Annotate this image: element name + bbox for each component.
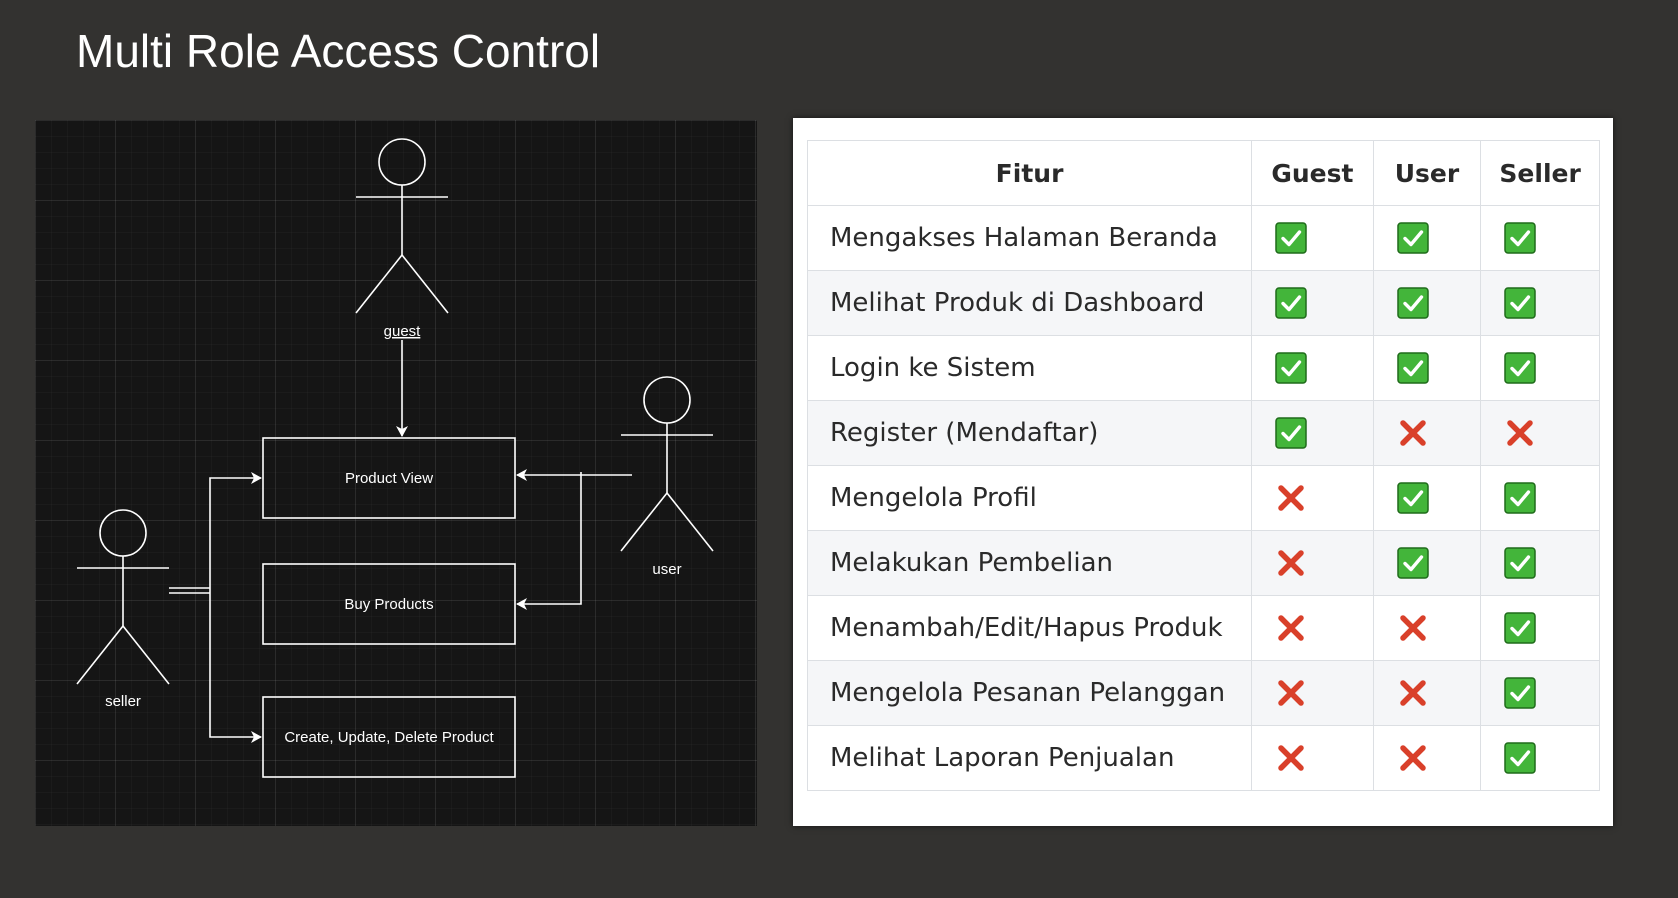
feature-cell: Mengelola Pesanan Pelanggan: [806, 660, 1253, 726]
column-header-user: User: [1372, 140, 1482, 206]
cross-mark-icon: [1396, 676, 1430, 710]
user-permission-cell: [1372, 725, 1482, 791]
cross-mark-icon: [1503, 416, 1537, 450]
feature-cell: Melakukan Pembelian: [806, 530, 1253, 596]
access-table-card: Fitur Guest User Seller Mengakses Halama…: [793, 118, 1613, 826]
check-mark-icon: [1503, 546, 1537, 580]
seller-permission-cell: [1480, 465, 1600, 531]
seller-permission-cell: [1480, 205, 1600, 271]
user-permission-cell: [1372, 465, 1482, 531]
cross-mark-icon: [1274, 481, 1308, 515]
feature-cell: Register (Mendaftar): [806, 400, 1253, 466]
feature-cell: Menambah/Edit/Hapus Produk: [806, 595, 1253, 661]
cross-mark-icon: [1274, 676, 1308, 710]
cross-mark-icon: [1396, 741, 1430, 775]
user-permission-cell: [1372, 205, 1482, 271]
guest-permission-cell: [1251, 270, 1374, 336]
actor-user: [620, 376, 714, 552]
table-row: Mengelola Profil: [806, 465, 1600, 531]
seller-permission-cell: [1480, 660, 1600, 726]
guest-permission-cell: [1251, 335, 1374, 401]
user-permission-cell: [1372, 270, 1482, 336]
user-permission-cell: [1372, 530, 1482, 596]
check-mark-icon: [1274, 351, 1308, 385]
actor-seller-label: seller: [105, 693, 141, 710]
seller-permission-cell: [1480, 270, 1600, 336]
access-control-table: Fitur Guest User Seller Mengakses Halama…: [806, 140, 1600, 791]
table-row: Login ke Sistem: [806, 335, 1600, 401]
seller-permission-cell: [1480, 335, 1600, 401]
check-mark-icon: [1503, 481, 1537, 515]
user-permission-cell: [1372, 660, 1482, 726]
cross-mark-icon: [1274, 546, 1308, 580]
feature-cell: Melihat Laporan Penjualan: [806, 725, 1253, 791]
cross-mark-icon: [1274, 611, 1308, 645]
table-row: Menambah/Edit/Hapus Produk: [806, 595, 1600, 661]
table-row: Melihat Laporan Penjualan: [806, 725, 1600, 791]
check-mark-icon: [1396, 351, 1430, 385]
feature-cell: Mengelola Profil: [806, 465, 1253, 531]
cross-mark-icon: [1396, 416, 1430, 450]
table-row: Melakukan Pembelian: [806, 530, 1600, 596]
use-case-diagram: guest user seller Product View Buy Produ…: [35, 120, 757, 826]
connector-user-buy-products: [516, 472, 582, 610]
table-row: Mengelola Pesanan Pelanggan: [806, 660, 1600, 726]
check-mark-icon: [1274, 221, 1308, 255]
guest-permission-cell: [1251, 530, 1374, 596]
feature-cell: Melihat Produk di Dashboard: [806, 270, 1253, 336]
seller-permission-cell: [1480, 400, 1600, 466]
guest-permission-cell: [1251, 205, 1374, 271]
table-row: Melihat Produk di Dashboard: [806, 270, 1600, 336]
check-mark-icon: [1503, 221, 1537, 255]
check-mark-icon: [1274, 286, 1308, 320]
check-mark-icon: [1503, 611, 1537, 645]
table-header-row: Fitur Guest User Seller: [806, 140, 1600, 206]
check-mark-icon: [1396, 221, 1430, 255]
check-mark-icon: [1503, 676, 1537, 710]
guest-permission-cell: [1251, 725, 1374, 791]
guest-permission-cell: [1251, 465, 1374, 531]
table-row: Register (Mendaftar): [806, 400, 1600, 466]
use-case-diagram-svg: guest user seller Product View Buy Produ…: [76, 138, 714, 778]
actor-guest: [355, 138, 449, 314]
table-row: Mengakses Halaman Beranda: [806, 205, 1600, 271]
guest-permission-cell: [1251, 400, 1374, 466]
check-mark-icon: [1396, 286, 1430, 320]
user-permission-cell: [1372, 400, 1482, 466]
seller-permission-cell: [1480, 725, 1600, 791]
guest-permission-cell: [1251, 595, 1374, 661]
connector-seller-crud-product: [209, 590, 262, 743]
usecase-buy-products-label: Buy Products: [344, 596, 433, 613]
column-header-seller: Seller: [1480, 140, 1600, 206]
usecase-buy-products-box: [262, 563, 516, 645]
connector-seller-product-view: [209, 472, 262, 590]
check-mark-icon: [1396, 481, 1430, 515]
usecase-crud-product-box: [262, 696, 516, 778]
feature-cell: Login ke Sistem: [806, 335, 1253, 401]
feature-cell: Mengakses Halaman Beranda: [806, 205, 1253, 271]
actor-user-label: user: [652, 561, 681, 578]
usecase-product-view-box: [262, 437, 516, 519]
actor-seller: [76, 509, 170, 685]
guest-permission-cell: [1251, 660, 1374, 726]
seller-permission-cell: [1480, 530, 1600, 596]
usecase-crud-product-label: Create, Update, Delete Product: [284, 729, 494, 746]
check-mark-icon: [1503, 286, 1537, 320]
actor-guest-label: guest: [384, 323, 422, 340]
usecase-product-view-label: Product View: [345, 470, 433, 487]
column-header-guest: Guest: [1251, 140, 1374, 206]
check-mark-icon: [1503, 741, 1537, 775]
user-permission-cell: [1372, 595, 1482, 661]
slide-title: Multi Role Access Control: [76, 25, 601, 77]
cross-mark-icon: [1274, 741, 1308, 775]
user-permission-cell: [1372, 335, 1482, 401]
cross-mark-icon: [1396, 611, 1430, 645]
column-header-fitur: Fitur: [806, 140, 1253, 206]
seller-permission-cell: [1480, 595, 1600, 661]
check-mark-icon: [1274, 416, 1308, 450]
check-mark-icon: [1503, 351, 1537, 385]
check-mark-icon: [1396, 546, 1430, 580]
